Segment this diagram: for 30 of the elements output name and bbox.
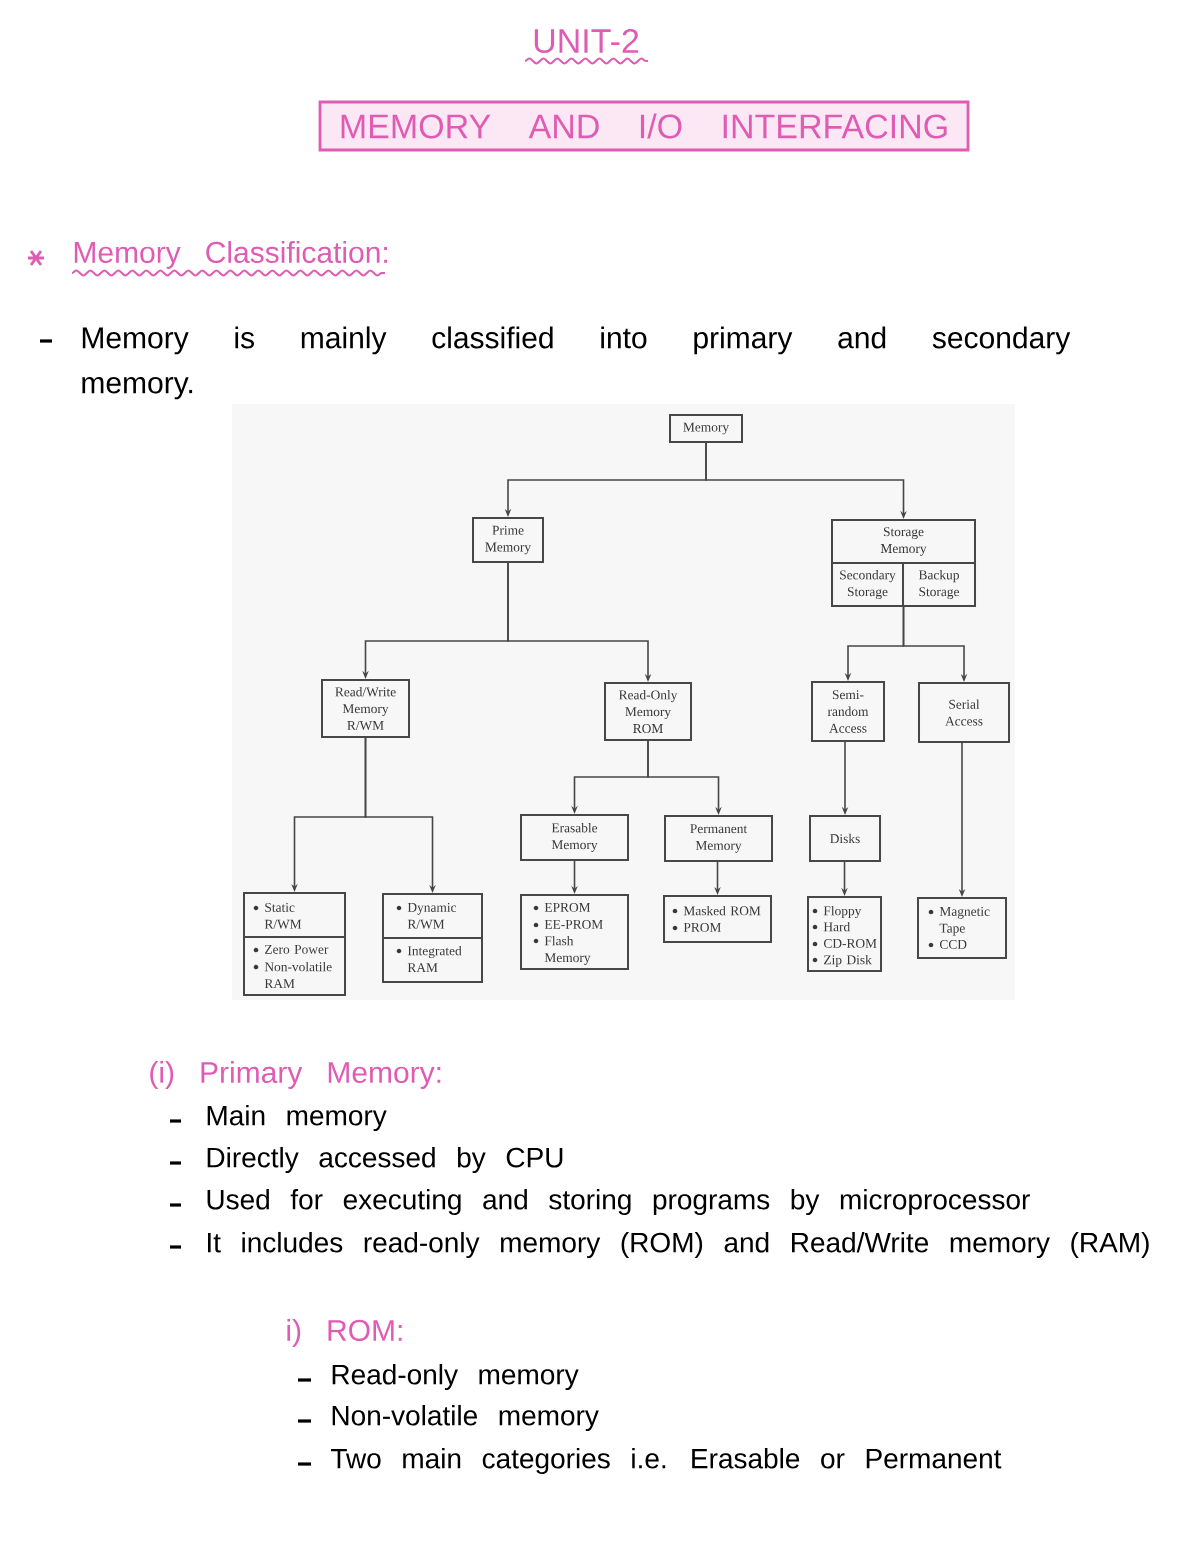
category-cell: Backup Storage — [902, 562, 976, 607]
section-heading: (i) Primary Memory: — [150, 1061, 441, 1089]
category-box: Read/Write Memory R/WM — [321, 679, 410, 738]
category-box: Read-Only Memory ROM — [604, 682, 692, 741]
paragraph: Memory is mainly classified into primary and secondary memory. — [82, 326, 1071, 400]
list-item: Two main categories i.e. Erasable or Permanent — [331, 1447, 1002, 1475]
category-box: Semi-random Access — [811, 681, 885, 742]
category-box: Disks — [809, 815, 881, 862]
list-item: Used for executing and storing programs by microprocessor — [207, 1188, 1030, 1216]
category-box: Permanent Memory — [664, 815, 773, 862]
list-item: Read-only memory — [332, 1363, 579, 1391]
title-box: MEMORY AND I/O INTERFACING — [318, 100, 970, 152]
list-box: Dynamic R/WM Integrated RAM — [382, 893, 483, 983]
section-heading: Memory Classification: — [74, 241, 387, 269]
list-box: Magnetic Tape CCD — [917, 897, 1007, 959]
category-box: Memory — [669, 414, 743, 443]
category-cell: Secondary Storage — [831, 562, 904, 607]
category-box: Erasable Memory — [520, 814, 629, 861]
list-box: Masked ROM PROM — [663, 895, 772, 943]
heading: UNIT-2 — [534, 28, 639, 54]
category-box: Serial Access — [918, 682, 1010, 743]
list-item: Directly accessed by CPU — [207, 1146, 563, 1174]
list-box: Floppy Hard CD-ROM Zip Disk — [807, 896, 882, 972]
list-box: Static R/WM Zero Power Non-volatile RAM — [243, 892, 346, 996]
list-box: EPROM EE-PROM Flash Memory — [520, 894, 629, 970]
category-box: Prime Memory — [472, 517, 544, 563]
list-item: It includes read-only memory (ROM) and Read/Write memory (RAM) — [207, 1231, 1149, 1259]
section-heading: i) ROM: — [287, 1319, 402, 1347]
list-item: Main memory — [207, 1104, 387, 1132]
list-item: Non-volatile memory — [332, 1404, 599, 1432]
